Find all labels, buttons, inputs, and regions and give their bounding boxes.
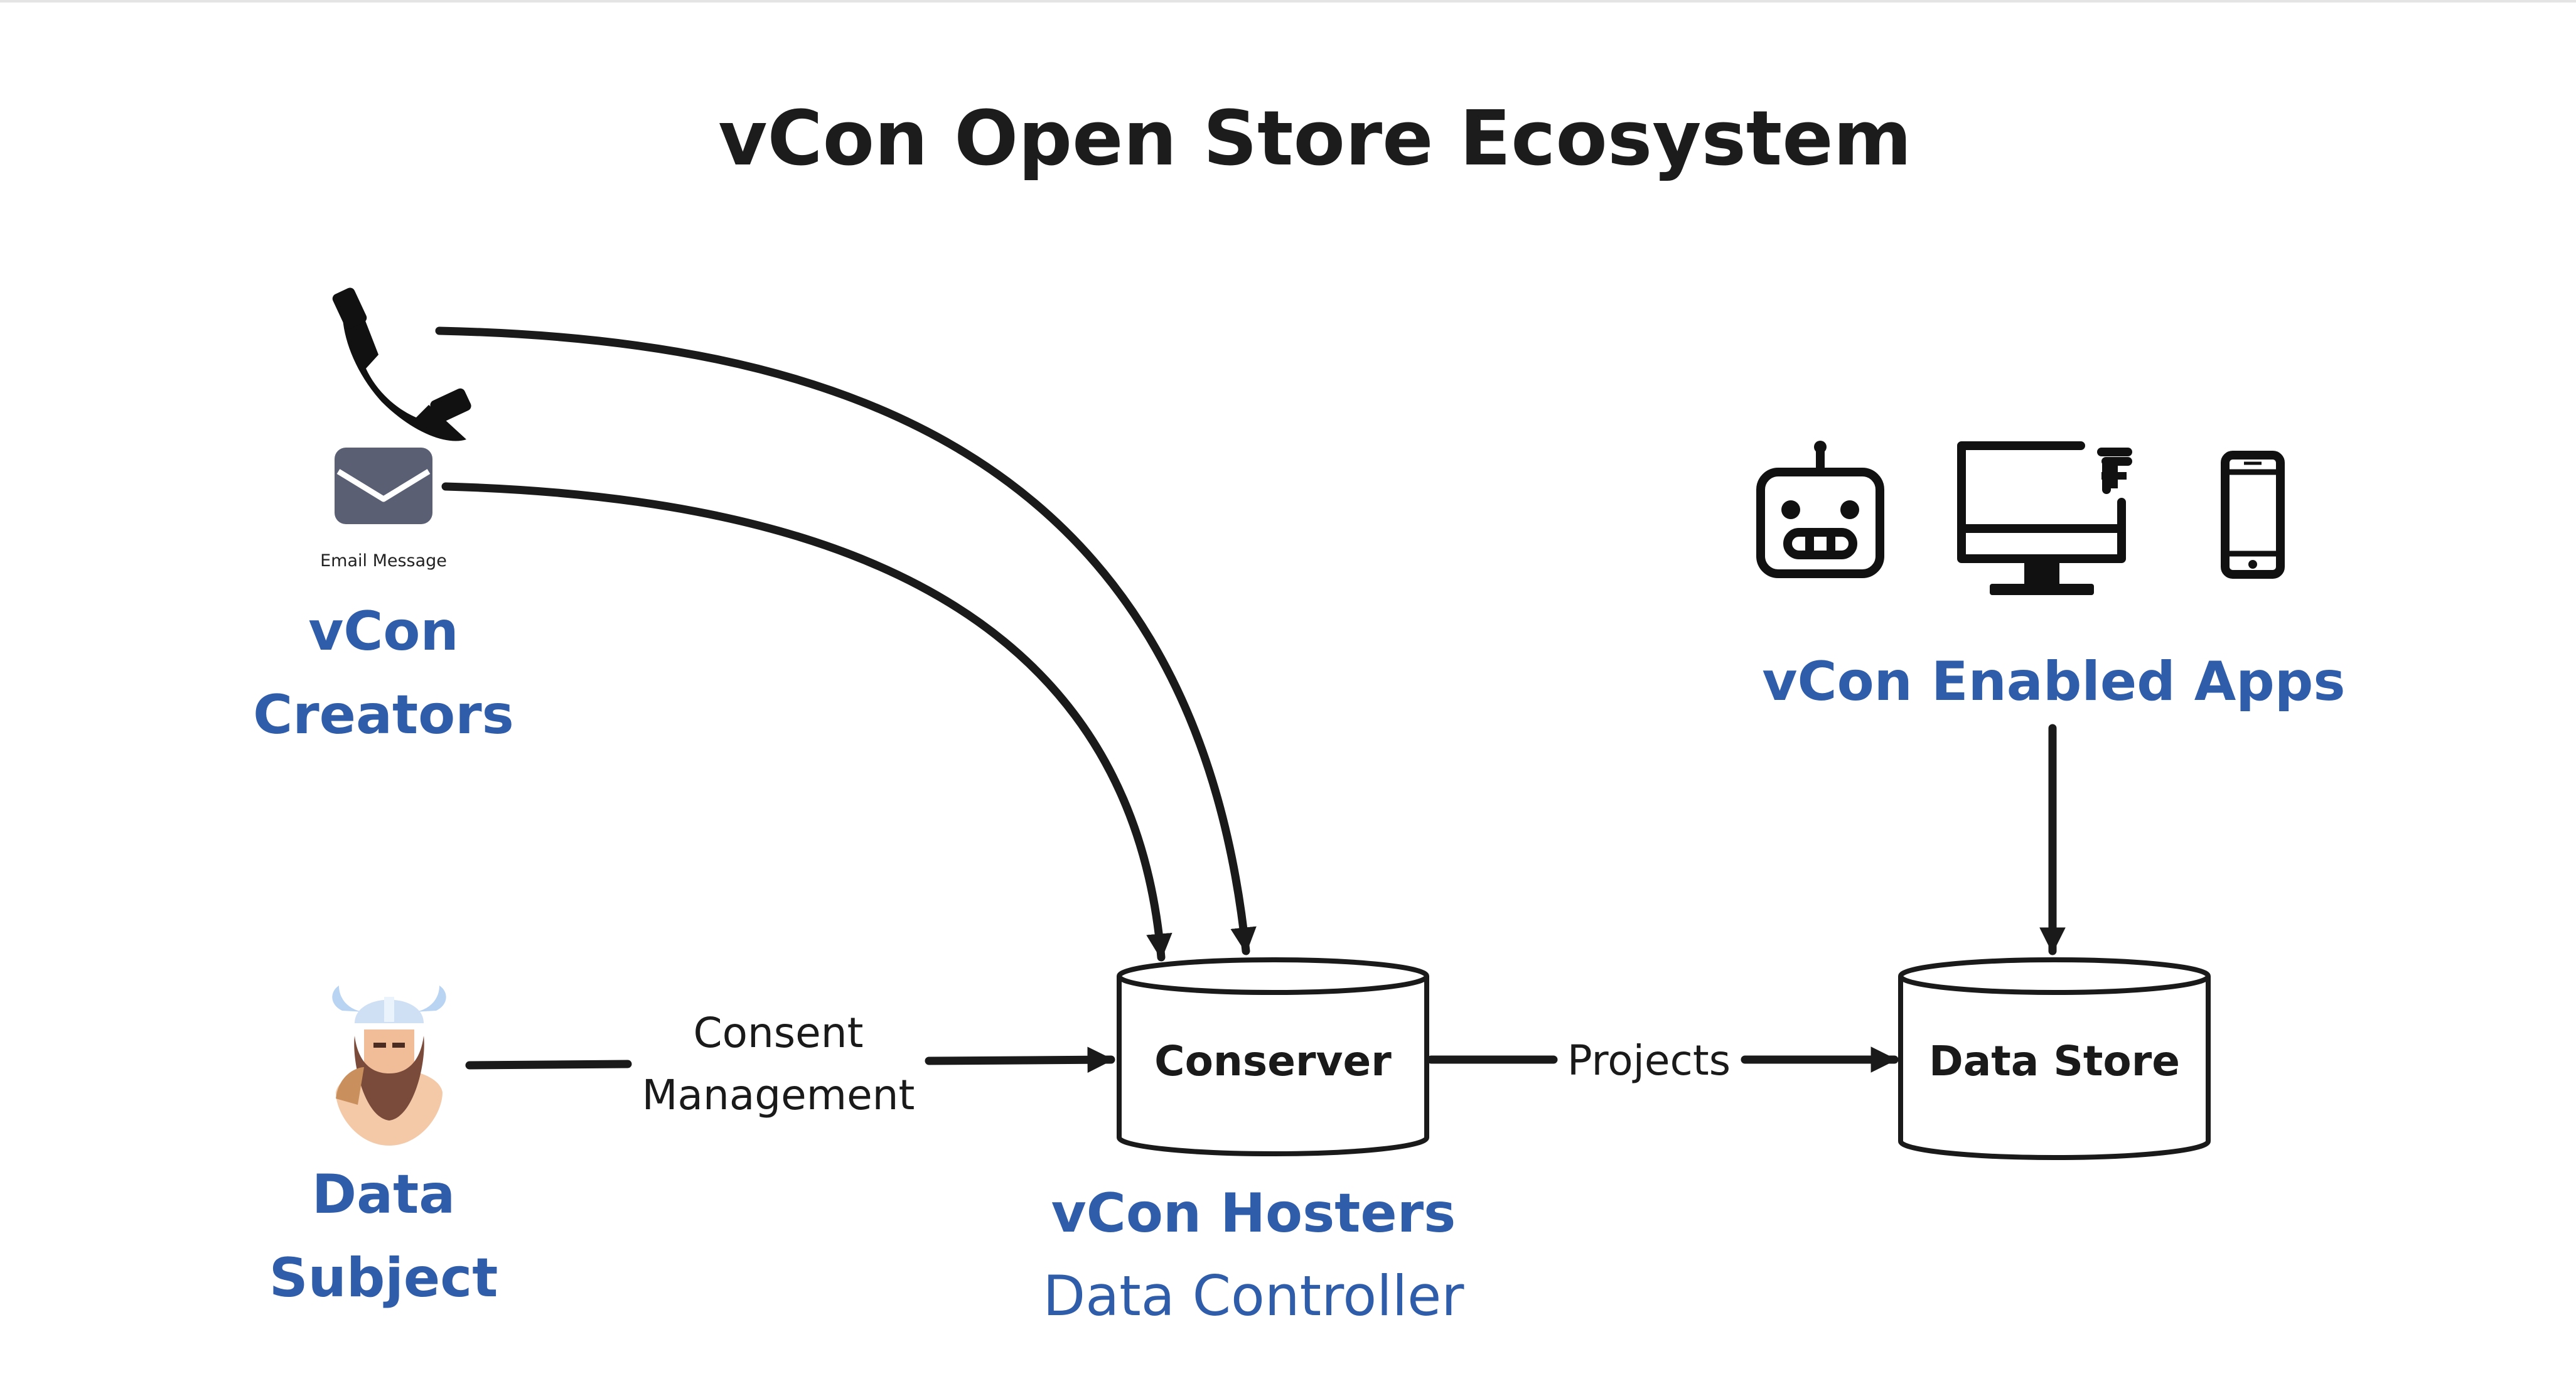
- creators-label-line1: vCon: [308, 600, 458, 663]
- data-subject-label-line1: Data: [312, 1163, 456, 1226]
- conserver-label: Conserver: [1154, 1037, 1392, 1085]
- robot-icon: [1756, 441, 1884, 578]
- phone-to-conserver-arrow: [435, 326, 1257, 955]
- conserver-node: Conserver: [1117, 957, 1429, 1156]
- apps-label: vCon Enabled Apps: [1762, 650, 2345, 713]
- data-store-node: Data Store: [1898, 957, 2211, 1160]
- hosters-sublabel: Data Controller: [1043, 1264, 1465, 1328]
- hosters-label: vCon Hosters: [1051, 1182, 1456, 1245]
- email-to-conserver-arrow: [441, 482, 1173, 962]
- email-caption: Email Message: [320, 551, 447, 571]
- consent-edge-segment-2: [925, 1046, 1115, 1073]
- creators-label-line2: Creators: [253, 684, 514, 746]
- consent-edge-label-line1: Consent: [694, 1009, 864, 1057]
- data-store-label: Data Store: [1929, 1037, 2180, 1085]
- phone-icon: [332, 288, 471, 441]
- data-subject-label-line2: Subject: [269, 1247, 498, 1309]
- desktop-add-icon: [1957, 441, 2132, 595]
- envelope-icon: [335, 448, 432, 524]
- projects-edge-label: Projects: [1567, 1036, 1731, 1085]
- viking-avatar-icon: [332, 986, 446, 1146]
- diagram-title: vCon Open Store Ecosystem: [718, 95, 1911, 183]
- smartphone-icon: [2221, 451, 2285, 579]
- consent-edge-label-line2: Management: [642, 1071, 915, 1119]
- consent-edge-segment-1: [465, 1060, 632, 1070]
